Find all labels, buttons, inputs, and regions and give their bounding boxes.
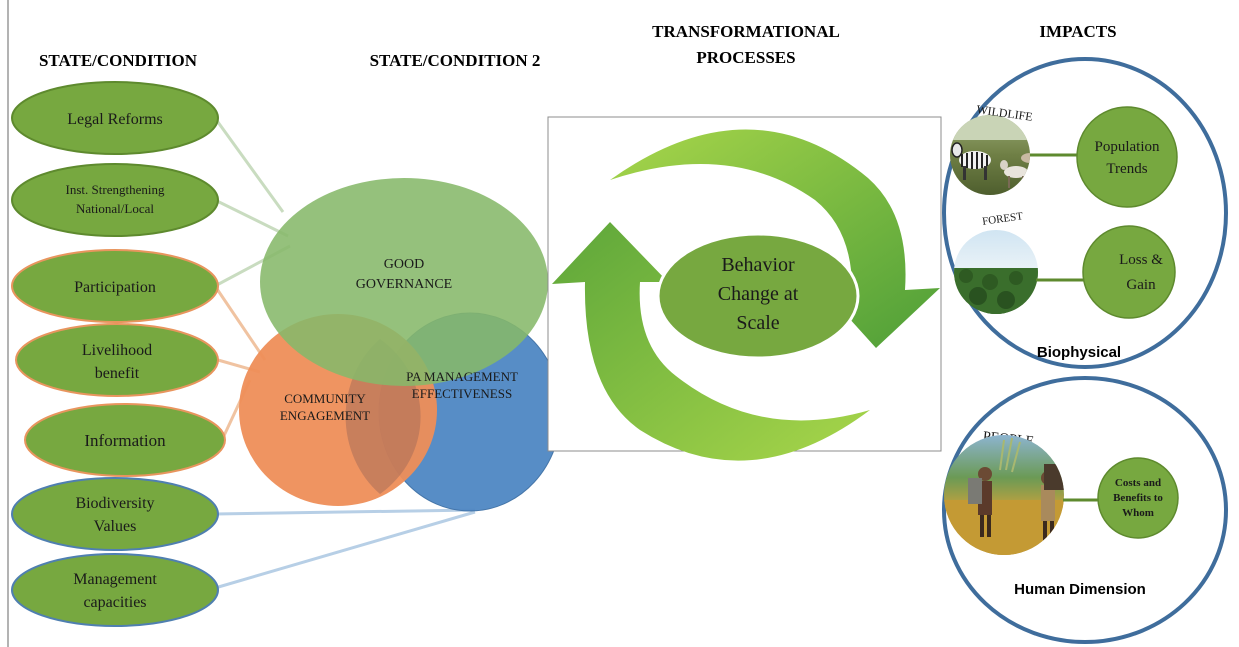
condition-label: Information — [84, 431, 166, 450]
outcome-label: Benefits to — [1113, 492, 1163, 504]
process-center-label: Scale — [736, 312, 779, 334]
outcome-costs-benefits: Costs and Benefits to Whom — [1097, 457, 1179, 539]
condition-management-capacities: Management capacities — [11, 553, 219, 627]
condition-information: Information — [24, 403, 226, 477]
connector-inst — [214, 198, 289, 238]
connector-management — [214, 510, 476, 590]
outcome-label: Whom — [1122, 507, 1154, 519]
outcome-label: Population — [1094, 139, 1160, 155]
condition-label: capacities — [83, 594, 146, 611]
process-center-label: Behavior — [721, 254, 795, 276]
venn-community-label: COMMUNITY — [284, 391, 366, 406]
header-impacts: IMPACTS — [1039, 22, 1116, 41]
condition-label: National/Local — [76, 201, 154, 216]
venn-pa-label: EFFECTIVENESS — [412, 386, 512, 401]
venn-pa-label: PA MANAGEMENT — [406, 369, 518, 384]
process-arrow-bottom — [552, 222, 870, 461]
human-dimension-title: Human Dimension — [1014, 581, 1146, 598]
condition-label: benefit — [95, 365, 140, 382]
venn-diagram: GOOD GOVERNANCE COMMUNITY ENGAGEMENT PA … — [239, 178, 562, 512]
condition-label: Management — [73, 571, 157, 588]
connector-participation-community — [213, 285, 267, 361]
condition-label: Legal Reforms — [67, 111, 163, 128]
condition-participation: Participation — [11, 249, 219, 323]
venn-governance-label: GOOD — [384, 257, 424, 272]
outcome-loss-gain: Loss & Gain — [1082, 225, 1176, 319]
transformational-process: Behavior Change at Scale — [547, 116, 942, 461]
header-state-condition-2: STATE/CONDITION 2 — [370, 51, 541, 70]
condition-legal-reforms: Legal Reforms — [11, 81, 219, 155]
condition-list: Legal Reforms Inst. Strengthening Nation… — [11, 81, 226, 627]
connector-legal — [213, 117, 285, 213]
process-center — [656, 232, 860, 360]
venn-governance — [260, 178, 548, 386]
outcome-label: Costs and — [1115, 477, 1161, 489]
outcome-population-trends: Population Trends — [1076, 106, 1178, 208]
venn-governance-label: GOVERNANCE — [356, 277, 452, 292]
condition-inst-strengthening: Inst. Strengthening National/Local — [11, 163, 219, 237]
condition-label: Values — [94, 518, 137, 535]
condition-biodiversity-values: Biodiversity Values — [11, 477, 219, 551]
venn-community-label: ENGAGEMENT — [280, 408, 370, 423]
header-state-condition: STATE/CONDITION — [39, 51, 198, 70]
outcome-label: Gain — [1126, 277, 1156, 293]
outcome-label: Loss & — [1119, 252, 1163, 268]
header-transformational: TRANSFORMATIONAL — [652, 22, 840, 41]
connector-biodiversity — [214, 508, 476, 516]
outcome-label: Trends — [1106, 161, 1147, 177]
condition-label: Livelihood — [82, 342, 152, 359]
process-center-label: Change at — [718, 283, 799, 305]
impact-biophysical: WILDLIFE Population Trends FOREST Loss &… — [942, 57, 1228, 369]
condition-label: Participation — [74, 279, 156, 296]
connector-lines — [213, 117, 476, 590]
condition-livelihood-benefit: Livelihood benefit — [15, 323, 219, 397]
biophysical-title: Biophysical — [1037, 344, 1121, 361]
forest-label: FOREST — [981, 210, 1024, 228]
condition-label: Inst. Strengthening — [66, 182, 165, 197]
impact-human-dimension: PEOPLE Costs and Benefits to Whom — [942, 376, 1228, 644]
condition-label: Biodiversity — [75, 495, 154, 512]
header-processes: PROCESSES — [696, 48, 795, 67]
